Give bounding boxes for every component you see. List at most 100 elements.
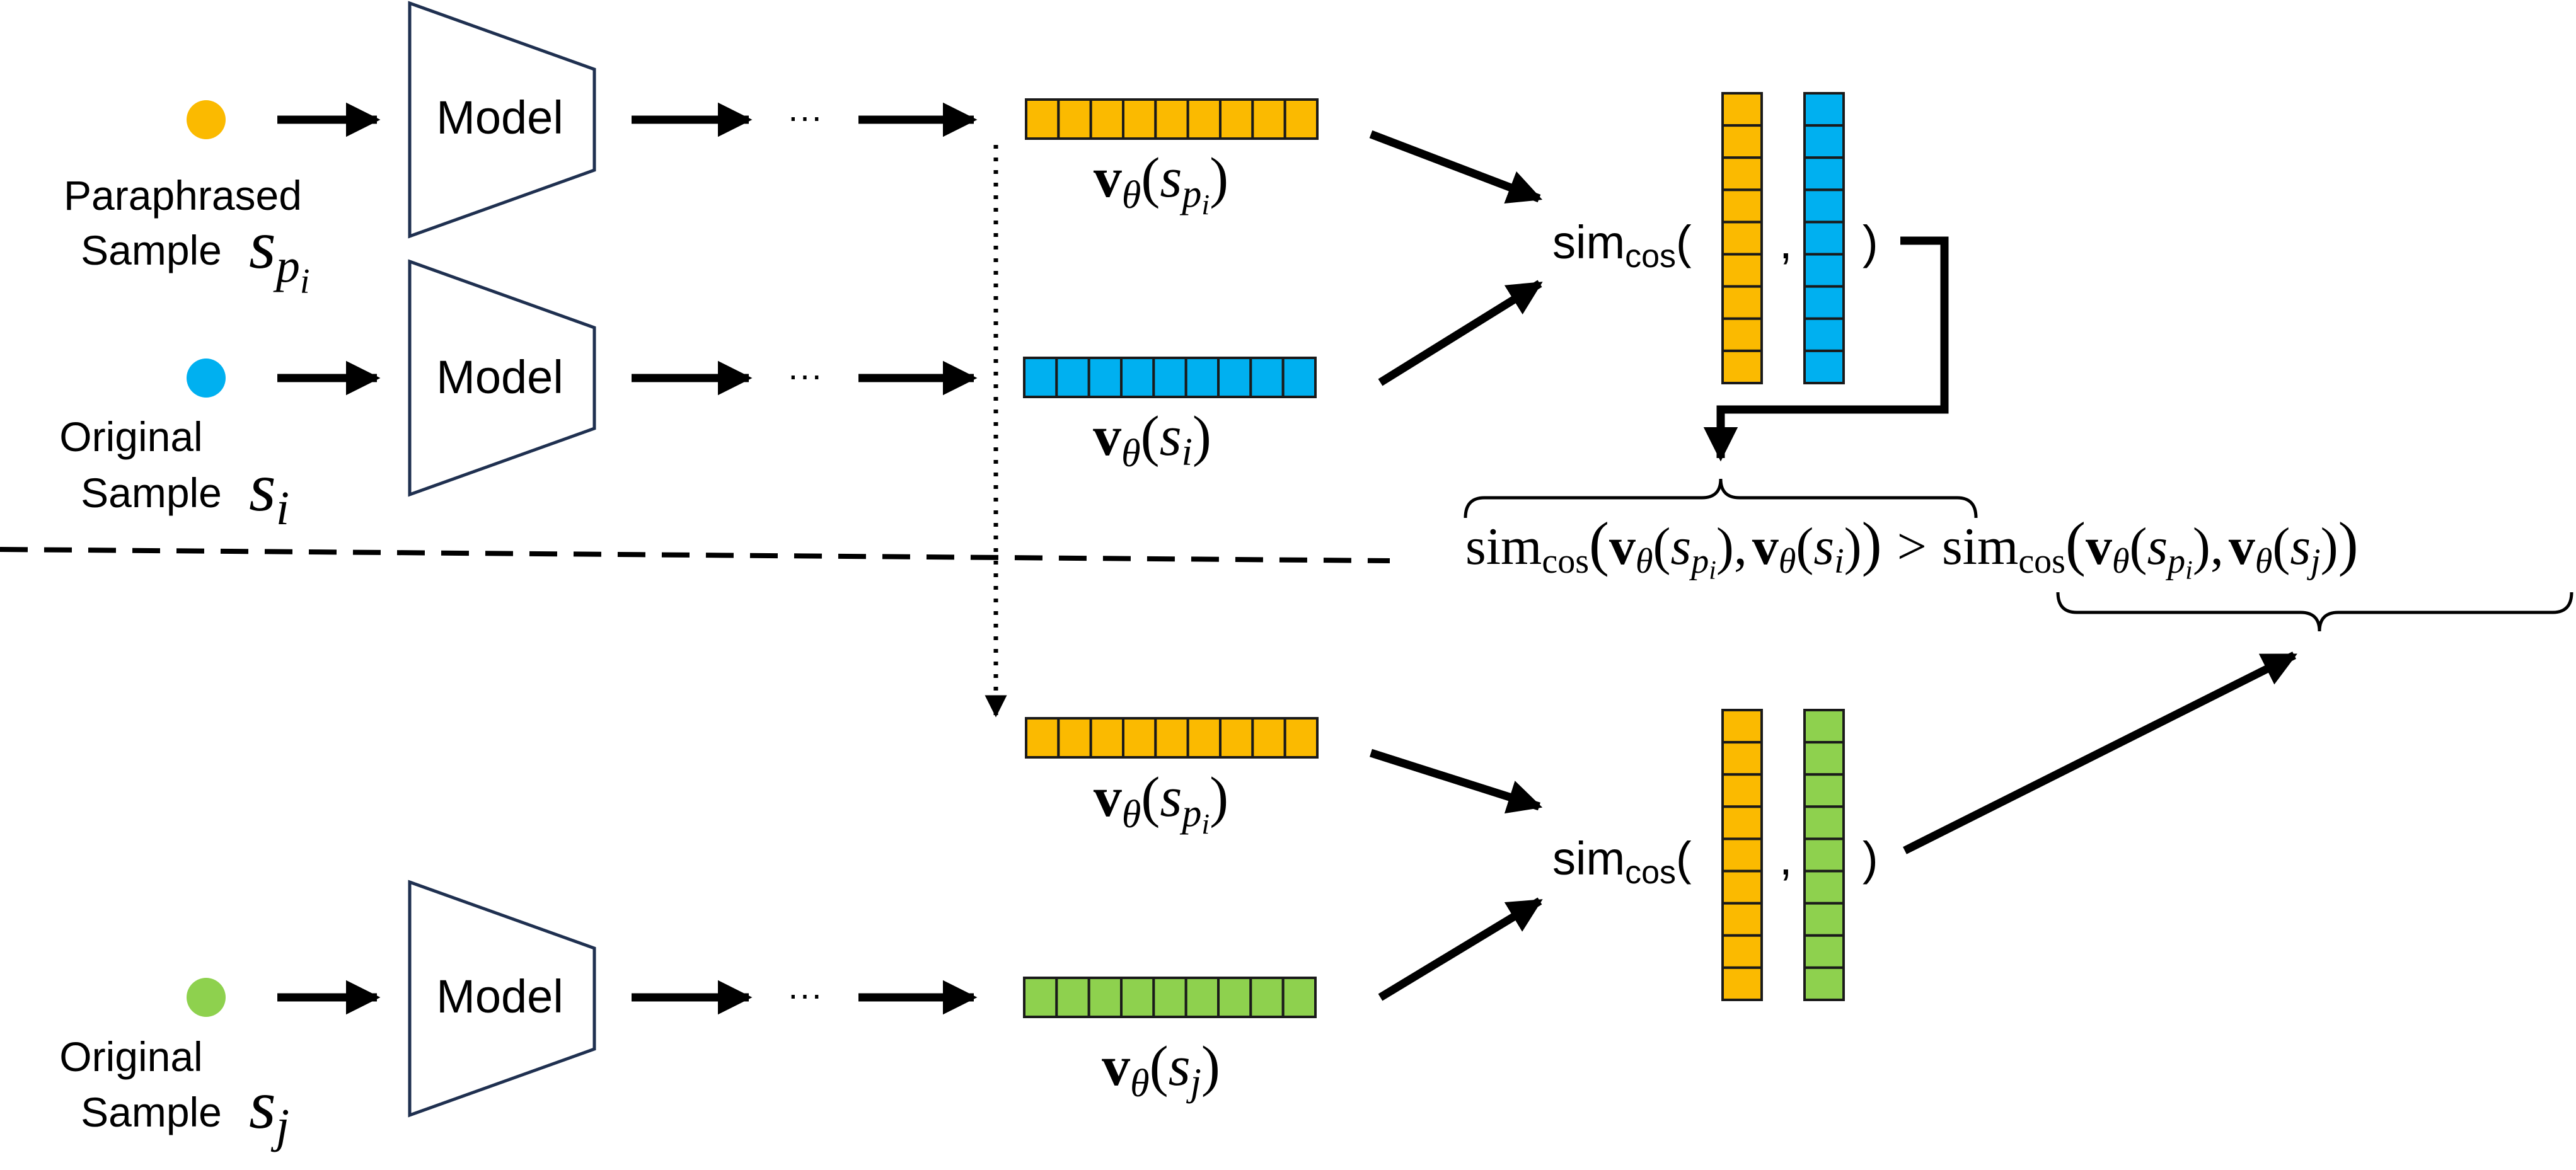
vector-cell — [1803, 805, 1845, 840]
vector-cell — [1023, 357, 1058, 398]
vector-cell — [1281, 357, 1317, 398]
vector-cell — [1803, 253, 1845, 288]
open-paren: ( — [1141, 405, 1160, 467]
vector-cell — [1721, 124, 1763, 159]
original-i-symbol-i: i — [276, 482, 289, 535]
vector-cell — [1803, 221, 1845, 256]
vector-cell — [1025, 717, 1060, 759]
inequality-equation: simcos(vθ(spi),vθ(si))>simcos(vθ(spi),vθ… — [1464, 478, 2573, 632]
original-i-sample-dot — [187, 358, 226, 398]
open-paren: ( — [1150, 1035, 1169, 1098]
theta-sub: θ — [1122, 174, 1141, 217]
sim-cos-bottom: simcos( — [1552, 832, 1692, 891]
paraphrased-symbol-p: p — [273, 239, 300, 292]
brace-over-lhs — [1464, 478, 1978, 519]
vector-cell — [1249, 357, 1285, 398]
rhs-paren1: ( — [2129, 517, 2147, 576]
s-symbol: s — [1160, 766, 1182, 829]
vector-cell — [1803, 966, 1845, 1002]
original-i-label-line1: Original — [59, 413, 202, 460]
rhs-p1: p — [2165, 542, 2185, 581]
model-label-3: Model — [436, 970, 563, 1023]
cos-sub: cos — [1625, 238, 1676, 275]
vector-cell — [1803, 869, 1845, 905]
vector-cell — [1186, 717, 1222, 759]
s-symbol: s — [1169, 1035, 1191, 1098]
lhs-close2: ) — [1844, 517, 1862, 576]
vector-label-i: vθ(si) — [1093, 405, 1211, 475]
theta-sub: θ — [1121, 432, 1140, 475]
vector-cell — [1803, 317, 1845, 352]
lhs-open: ( — [1589, 510, 1609, 577]
i-subsub: i — [1201, 188, 1210, 221]
vector-cell — [1154, 98, 1189, 140]
p-sub: p — [1179, 173, 1201, 215]
vector-cell — [1281, 977, 1317, 1018]
open-paren: ( — [1676, 216, 1692, 268]
lhs-p1: p — [1689, 542, 1709, 581]
row-paraphrased: Paraphrased Sample spi Model ··· vθ(spi) — [64, 1, 1319, 301]
lhs-s1: s — [1671, 517, 1692, 576]
rhs-theta1: θ — [2112, 542, 2130, 581]
row-original-i: Original Sample si Model ··· vθ(si) — [59, 259, 1317, 535]
vector-cell — [1721, 253, 1763, 288]
vector-cell — [1721, 741, 1763, 776]
brace-under-rhs — [2056, 592, 2573, 632]
lhs-close-outer: ) — [1862, 510, 1882, 577]
vector-cell — [1251, 717, 1286, 759]
lhs-s2: s — [1813, 517, 1834, 576]
sim-bottom-close-paren: ) — [1863, 832, 1878, 885]
open-paren: ( — [1676, 832, 1692, 885]
model-trapezoid-2 — [408, 259, 596, 497]
rhs-s1: s — [2147, 517, 2168, 576]
vector-cell — [1721, 188, 1763, 224]
vector-cell — [1122, 98, 1157, 140]
vector-cell — [1721, 966, 1763, 1002]
greater-than: > — [1897, 517, 1927, 576]
rhs-open: ( — [2065, 510, 2086, 577]
vector-cell — [1120, 357, 1155, 398]
vector-label-pi-bottom: vθ(spi) — [1094, 766, 1228, 840]
vector-cell — [1152, 357, 1187, 398]
theta-sub: θ — [1130, 1062, 1149, 1105]
vector-cell — [1803, 837, 1845, 873]
rhs-v1: v — [2086, 517, 2112, 576]
vector-cell — [1120, 977, 1155, 1018]
vector-cell — [1089, 717, 1124, 759]
rhs-s2: s — [2290, 517, 2311, 576]
ellipsis-3: ··· — [787, 974, 823, 1014]
lhs-paren1: ( — [1653, 517, 1671, 576]
paraphrased-sample-dot — [187, 100, 226, 139]
vector-cell — [1721, 317, 1763, 352]
close-paren: ) — [1201, 1035, 1220, 1098]
arrow-sim-bottom-to-brace — [1903, 651, 2297, 854]
sim-top-vector-paraphrased — [1721, 92, 1763, 385]
sim-word: sim — [1552, 216, 1625, 268]
sim-bottom-vector-original-j — [1803, 709, 1845, 1002]
v-bold: v — [1093, 405, 1121, 467]
i-subsub: i — [1201, 808, 1210, 840]
open-paren: ( — [1141, 147, 1160, 209]
close-paren: ) — [1210, 147, 1228, 209]
vector-label-j: vθ(sj) — [1102, 1035, 1220, 1105]
model-label-2: Model — [436, 351, 563, 403]
vector-cell — [1803, 902, 1845, 937]
vector-cell — [1154, 717, 1189, 759]
lhs-i2: i — [1834, 542, 1844, 581]
vector-cell — [1055, 977, 1090, 1018]
i-sub: i — [1182, 431, 1193, 474]
theta-sub: θ — [1122, 793, 1141, 836]
paraphrased-symbol-i: i — [300, 262, 310, 301]
original-j-label-line2: Sample — [81, 1089, 222, 1135]
vector-cell — [1803, 709, 1845, 744]
vector-cell — [1251, 98, 1286, 140]
vector-cell — [1186, 98, 1222, 140]
similarity-top: simcos( , ) — [1369, 92, 1949, 462]
p-sub: p — [1179, 792, 1201, 835]
vector-cell — [1721, 934, 1763, 969]
rhs-sim: sim — [1942, 517, 2018, 576]
vector-cell — [1057, 98, 1092, 140]
paraphrased-symbol: spi — [249, 206, 309, 301]
